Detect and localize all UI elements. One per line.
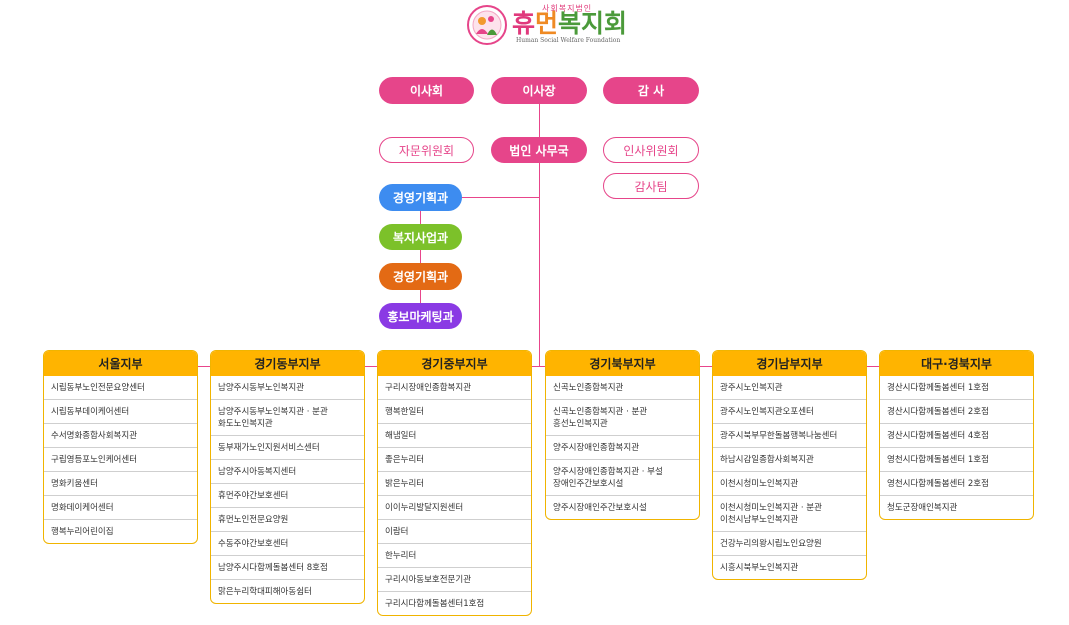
branch-list-item: 명화데이케어센터 xyxy=(44,495,197,519)
dept-pr-marketing: 홍보마케팅과 xyxy=(379,303,462,329)
branch-gyeonggi-east-title: 경기동부지부 xyxy=(211,351,364,376)
branch-gyeonggi-north-list: 신곡노인종합복지관 신곡노인종합복지관 · 분관 흥선노인복지관 양주시장애인종… xyxy=(546,376,699,519)
branch-seoul-title: 서울지부 xyxy=(44,351,197,376)
branch-list-item: 행복누리어린이집 xyxy=(44,519,197,543)
branch-list-item: 수서명화종합사회복지관 xyxy=(44,423,197,447)
branch-gyeonggi-central: 경기중부지부 구리시장애인종합복지관 행복한일터 해냄일터 좋은누리터 밝은누리… xyxy=(377,350,532,616)
branch-list-item: 광주시북부무한돌봄행복나눔센터 xyxy=(713,423,866,447)
branch-list-item: 구리시장애인종합복지관 xyxy=(385,383,472,393)
branch-daegu-gyeongbuk-list: 경산시다함께돌봄센터 1호점 경산시다함께돌봄센터 2호점 경산시다함께돌봄센터… xyxy=(880,376,1033,519)
branch-list-item: 영천시다함께돌봄센터 2호점 xyxy=(880,471,1033,495)
branch-list-item: 광주시노인복지관 xyxy=(720,383,783,393)
branch-list-item: 행복한일터 xyxy=(378,399,531,423)
branch-list-item: 시흥시북부노인복지관 xyxy=(713,555,866,579)
branch-list-item: 경산시다함께돌봄센터 1호점 xyxy=(887,383,989,393)
branch-list-item: 경산시다함께돌봄센터 2호점 xyxy=(880,399,1033,423)
logo-title: 휴먼복지회 xyxy=(512,9,628,38)
branch-list-item: 남양주시다함께돌봄센터 8호점 xyxy=(211,555,364,579)
advisory-committee-box: 자문위원회 xyxy=(379,137,474,163)
branch-gyeonggi-central-list: 구리시장애인종합복지관 행복한일터 해냄일터 좋은누리터 밝은누리터 이이누리발… xyxy=(378,376,531,615)
branch-list-item: 구리시아동보호전문기관 xyxy=(378,567,531,591)
branch-list-item: 남양주시아동복지센터 xyxy=(211,459,364,483)
branch-gyeonggi-south: 경기남부지부 광주시노인복지관 광주시노인복지관오포센터 광주시북부무한돌봄행복… xyxy=(712,350,867,580)
dept-management-planning-1: 경영기획과 xyxy=(379,184,462,211)
branch-list-item: 광주시노인복지관오포센터 xyxy=(713,399,866,423)
branch-daegu-gyeongbuk: 대구·경북지부 경산시다함께돌봄센터 1호점 경산시다함께돌봄센터 2호점 경산… xyxy=(879,350,1034,520)
branch-seoul: 서울지부 시립동부노인전문요양센터 시립동부데이케어센터 수서명화종합사회복지관… xyxy=(43,350,198,544)
branch-list-item: 하남시감일종합사회복지관 xyxy=(713,447,866,471)
secretariat-box: 법인 사무국 xyxy=(491,137,587,163)
auditor-box: 감 사 xyxy=(603,77,699,104)
logo-emblem-icon xyxy=(467,5,507,45)
branch-list-item: 양주시장애인종합복지관 · 부설 장애인주간보호시설 xyxy=(546,459,699,495)
branch-list-item: 건강누리의왕시립노인요양원 xyxy=(713,531,866,555)
branch-list-item: 해냄일터 xyxy=(378,423,531,447)
dept-management-planning-2: 경영기획과 xyxy=(379,263,462,290)
branch-list-item: 시립동부노인전문요양센터 xyxy=(51,383,145,393)
branch-list-item: 신곡노인종합복지관 · 분관 흥선노인복지관 xyxy=(546,399,699,435)
logo-subtitle: 사회복지법인 xyxy=(542,4,593,13)
branch-list-item: 이천시청미노인복지관 · 분관 이천시남부노인복지관 xyxy=(713,495,866,531)
branch-list-item: 구립영등포노인케어센터 xyxy=(44,447,197,471)
branch-gyeonggi-north-title: 경기북부지부 xyxy=(546,351,699,376)
branch-list-item: 이천시청미노인복지관 xyxy=(713,471,866,495)
branch-list-item: 남양주시동부노인복지관 · 분관 화도노인복지관 xyxy=(211,399,364,435)
branch-list-item: 밝은누리터 xyxy=(378,471,531,495)
branch-list-item: 신곡노인종합복지관 xyxy=(553,383,624,393)
branch-list-item: 이이누리발달지원센터 xyxy=(378,495,531,519)
hr-committee-box: 인사위원회 xyxy=(603,137,699,163)
branch-list-item: 구리시다함께돌봄센터1호점 xyxy=(378,591,531,615)
branch-list-item: 청도군장애인복지관 xyxy=(880,495,1033,519)
connector-dept-vertical xyxy=(420,211,421,306)
foundation-logo: 사회복지법인 휴먼복지회 Human Social Welfare Founda… xyxy=(466,2,627,46)
branch-list-item: 휴먼노인전문요양원 xyxy=(211,507,364,531)
branch-list-item: 휴먼주야간보호센터 xyxy=(211,483,364,507)
branch-list-item: 동부재가노인지원서비스센터 xyxy=(211,435,364,459)
branch-list-item: 양주시장애인종합복지관 xyxy=(546,435,699,459)
connector-branch-horizontal xyxy=(120,366,958,367)
branch-list-item: 영천시다함께돌봄센터 1호점 xyxy=(880,447,1033,471)
branch-list-item: 양주시장애인주간보호시설 xyxy=(546,495,699,519)
chairman-box: 이사장 xyxy=(491,77,587,104)
branch-gyeonggi-east: 경기동부지부 남양주시동부노인복지관 남양주시동부노인복지관 · 분관 화도노인… xyxy=(210,350,365,604)
dept-welfare-business: 복지사업과 xyxy=(379,224,462,250)
logo-wordmark: 사회복지법인 휴먼복지회 Human Social Welfare Founda… xyxy=(512,2,627,46)
branch-gyeonggi-south-title: 경기남부지부 xyxy=(713,351,866,376)
branch-gyeonggi-central-title: 경기중부지부 xyxy=(378,351,531,376)
branch-gyeonggi-south-list: 광주시노인복지관 광주시노인복지관오포센터 광주시북부무한돌봄행복나눔센터 하남… xyxy=(713,376,866,579)
branch-list-item: 이람터 xyxy=(378,519,531,543)
branch-list-item: 시립동부데이케어센터 xyxy=(44,399,197,423)
connector-dept-horizontal xyxy=(420,197,540,198)
branch-list-item: 명화키움센터 xyxy=(44,471,197,495)
audit-team-box: 감사팀 xyxy=(603,173,699,199)
branch-list-item: 수동주야간보호센터 xyxy=(211,531,364,555)
branch-gyeonggi-north: 경기북부지부 신곡노인종합복지관 신곡노인종합복지관 · 분관 흥선노인복지관 … xyxy=(545,350,700,520)
logo-english-name: Human Social Welfare Foundation xyxy=(516,37,621,44)
branch-list-item: 한누리터 xyxy=(378,543,531,567)
board-of-directors-box: 이사회 xyxy=(379,77,474,104)
branch-gyeonggi-east-list: 남양주시동부노인복지관 남양주시동부노인복지관 · 분관 화도노인복지관 동부재… xyxy=(211,376,364,603)
branch-seoul-list: 시립동부노인전문요양센터 시립동부데이케어센터 수서명화종합사회복지관 구립영등… xyxy=(44,376,197,543)
branch-list-item: 남양주시동부노인복지관 xyxy=(218,383,305,393)
branch-list-item: 맑은누리학대피해아동쉼터 xyxy=(211,579,364,603)
branch-list-item: 좋은누리터 xyxy=(378,447,531,471)
branch-list-item: 경산시다함께돌봄센터 4호점 xyxy=(880,423,1033,447)
branch-daegu-gyeongbuk-title: 대구·경북지부 xyxy=(880,351,1033,376)
connector-main-vertical xyxy=(539,104,540,366)
